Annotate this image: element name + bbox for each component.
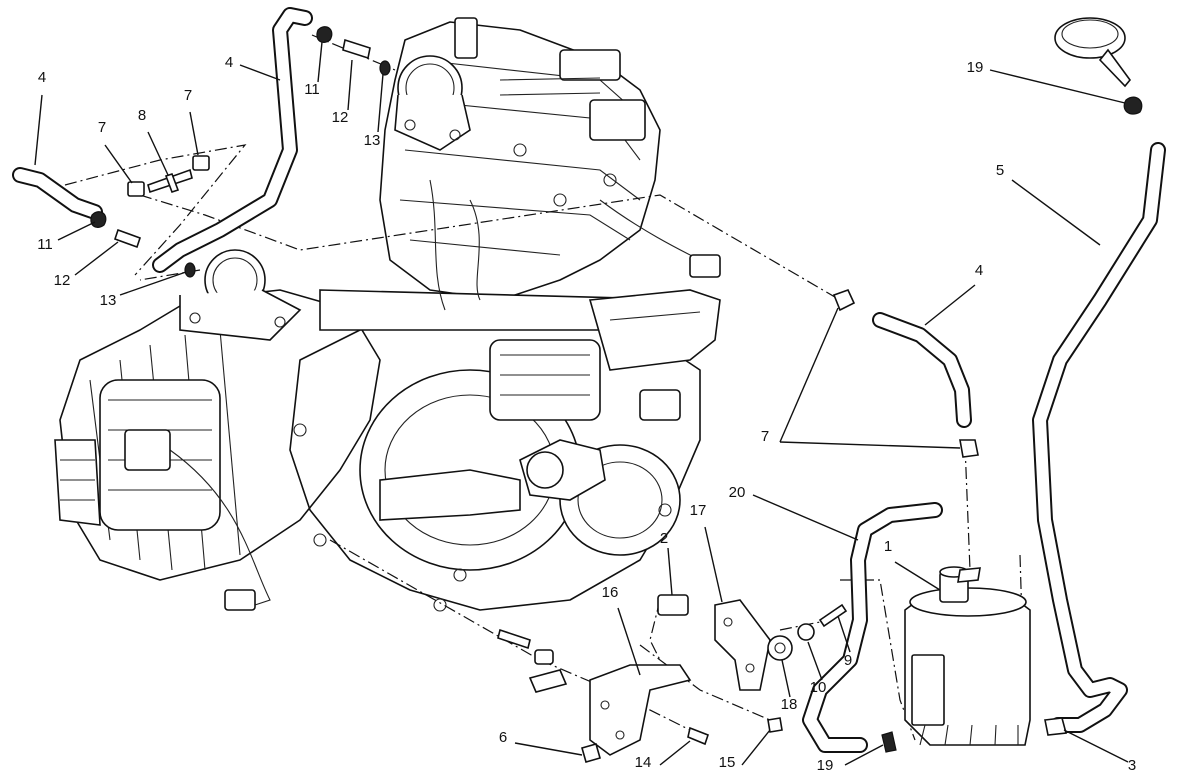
brackets-hardware [497,594,848,763]
callout-labels: 4445777811111212131319192012171691018614… [37,54,1136,774]
callout-c1: 1 [884,538,892,555]
throttle-body-upper [394,55,471,151]
callout-c15: 15 [719,754,736,771]
callout-c2: 2 [660,530,668,547]
assembly-lines [64,34,1026,741]
callout-c17: 17 [690,502,707,519]
leader-lines [34,41,1129,766]
callout-c11a: 11 [304,81,320,98]
engine-assembly [54,17,721,612]
callout-c6: 6 [499,729,507,746]
callout-c7b: 7 [184,87,192,104]
hose-4-upper [152,7,313,273]
callout-c12b: 12 [54,272,71,289]
callout-c19b: 19 [817,757,834,774]
callout-c9: 9 [844,652,852,669]
hose-4-left [12,167,103,220]
callout-c19a: 19 [967,59,984,76]
callout-c5: 5 [996,162,1004,179]
callout-c4c: 4 [975,262,983,279]
hose-20 [802,502,943,753]
callout-c12a: 12 [332,109,349,126]
hose-4-right [872,312,972,428]
callout-c11b: 11 [37,236,53,253]
hose-5 [1032,142,1166,733]
charcoal-canister [904,566,1031,746]
callout-c13a: 13 [364,132,381,149]
callout-c13b: 13 [100,292,117,309]
callout-c3: 3 [1128,757,1136,774]
throttle-body-lower [179,249,302,341]
callout-c14: 14 [635,754,652,771]
callout-c20: 20 [729,484,746,501]
callout-c16: 16 [602,584,619,601]
callout-c7a: 7 [98,119,106,136]
callout-c4b: 4 [225,54,233,71]
callout-c18: 18 [781,696,798,713]
callout-c7c: 7 [761,428,769,445]
callout-c10: 10 [810,679,827,696]
callout-c4a: 4 [38,69,46,86]
fittings [90,17,1143,753]
callout-c8: 8 [138,107,146,124]
